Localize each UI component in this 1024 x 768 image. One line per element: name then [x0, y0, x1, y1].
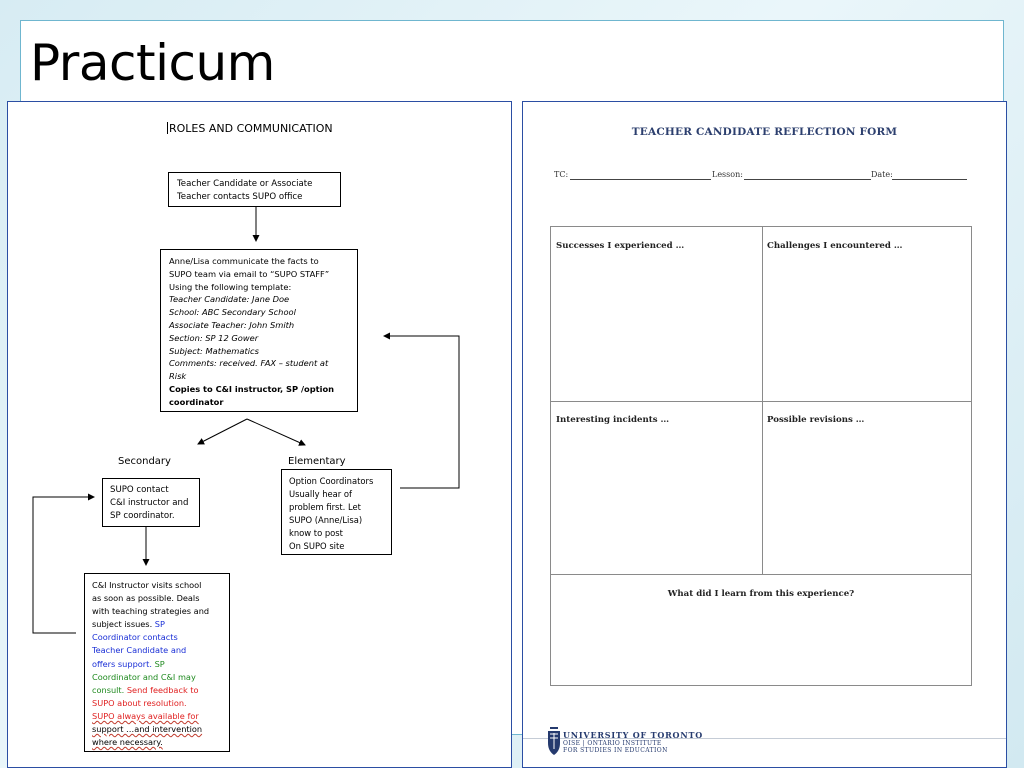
contact-line: Teacher contacts SUPO office	[177, 192, 303, 202]
anne-line: Using the following template:	[169, 281, 292, 292]
option-coordinators-box: Option Coordinators Usually hear of prob…	[281, 469, 392, 555]
supo-line: SP coordinator.	[110, 511, 175, 521]
arrow-branch-elementary	[246, 418, 306, 446]
revisions-cell-label: Possible revisions …	[767, 415, 865, 425]
option-line: SUPO (Anne/Lisa)	[289, 515, 363, 525]
ci-text-green: consult.	[92, 684, 127, 695]
ci-line-blue: Teacher Candidate and	[92, 645, 187, 656]
slide-title: Practicum	[30, 34, 275, 92]
grid-divider	[551, 574, 971, 575]
successes-cell-label: Successes I experienced …	[556, 241, 685, 251]
date-field-label: Date:	[871, 170, 893, 179]
template-line: Associate Teacher: John Smith	[169, 319, 295, 330]
option-line: Option Coordinators	[289, 476, 374, 486]
template-line: Subject: Mathematics	[169, 345, 259, 356]
arrow-branch-secondary	[197, 418, 248, 445]
ci-line: with teaching strategies and	[92, 606, 210, 617]
contact-line: Teacher Candidate or Associate	[177, 179, 313, 189]
form-title: TEACHER CANDIDATE REFLECTION FORM	[631, 126, 898, 138]
secondary-label: Secondary	[118, 456, 171, 467]
ci-line-green: Coordinator and C&I may	[92, 671, 196, 682]
logo-line-1: UNIVERSITY OF TORONTO	[563, 730, 703, 740]
grid-divider	[551, 401, 971, 402]
roles-title-text: ROLES AND COMMUNICATION	[169, 122, 333, 135]
anne-line: Anne/Lisa communicate the facts to	[169, 256, 319, 266]
ci-line-blue: Coordinator contacts	[92, 632, 178, 643]
lesson-field-line	[744, 179, 871, 180]
incidents-cell-label: Interesting incidents …	[556, 415, 670, 425]
ci-text-green: SP	[154, 658, 165, 669]
template-line: Section: SP 12 Gower	[169, 332, 259, 343]
copies-line: Copies to C&I instructor, SP /option	[169, 383, 335, 394]
flow-arrows	[32, 207, 460, 634]
ci-line: offers support. SP	[92, 658, 222, 671]
ci-line-underlined: support …and intervention	[92, 724, 203, 735]
challenges-cell-label: Challenges I encountered …	[767, 241, 903, 251]
ci-text: subject issues.	[92, 619, 155, 630]
contact-box: Teacher Candidate or Associate Teacher c…	[168, 172, 341, 207]
copies-line: coordinator	[169, 396, 224, 407]
template-line: Risk	[169, 371, 187, 382]
template-line: Teacher Candidate: Jane Doe	[169, 294, 290, 305]
text-cursor-icon	[167, 122, 168, 134]
ci-line: C&I Instructor visits school	[92, 580, 202, 590]
reflection-form-document: TEACHER CANDIDATE REFLECTION FORM TC: Le…	[522, 101, 1007, 768]
logo-line-2: OISE | ONTARIO INSTITUTE	[563, 740, 662, 747]
tc-field-label: TC:	[554, 170, 569, 179]
university-crest-icon	[548, 727, 560, 755]
supo-contact-box: SUPO contact C&I instructor and SP coord…	[102, 478, 200, 527]
ci-instructor-box: C&I Instructor visits school as soon as …	[84, 573, 230, 752]
anne-line: SUPO team via email to “SUPO STAFF”	[169, 268, 330, 279]
lesson-field-label: Lesson:	[712, 170, 743, 179]
supo-line: C&I instructor and	[110, 498, 189, 508]
university-logo: UNIVERSITY OF TORONTO OISE | ONTARIO INS…	[547, 725, 707, 759]
ci-text-red: Send feedback to	[126, 684, 199, 695]
grid-divider	[762, 227, 763, 574]
footer-divider	[523, 738, 1006, 739]
ci-line-red: SUPO always available for	[92, 710, 199, 721]
date-field-line	[892, 179, 967, 180]
ci-line: consult. Send feedback to	[92, 684, 222, 697]
ci-line: as soon as possible. Deals	[92, 593, 200, 604]
template-line: Comments: received. FAX – student at	[169, 358, 329, 369]
ci-line-red: SUPO about resolution.	[92, 697, 187, 708]
elementary-label: Elementary	[288, 456, 346, 467]
option-line: know to post	[289, 528, 343, 538]
learn-cell-label: What did I learn from this experience?	[667, 589, 855, 599]
supo-line: SUPO contact	[110, 485, 169, 495]
arrow-ci-feedback	[32, 493, 95, 634]
communication-box: Anne/Lisa communicate the facts to SUPO …	[160, 249, 358, 412]
ci-line-underlined: where necessary.	[92, 737, 163, 748]
logo-line-3: FOR STUDIES IN EDUCATION	[563, 747, 668, 754]
ci-text-blue: SP	[154, 619, 165, 630]
option-line: On SUPO site	[289, 541, 345, 551]
ci-line: subject issues. SP	[92, 618, 222, 631]
option-line: Usually hear of	[289, 489, 352, 499]
arrow-option-feedback	[383, 332, 460, 489]
reflection-grid: Successes I experienced … Challenges I e…	[550, 226, 972, 686]
roles-document-title: ROLES AND COMMUNICATION	[167, 122, 333, 135]
ci-text-blue: offers support.	[92, 658, 155, 669]
roles-document: ROLES AND COMMUNICATION Teacher Candidat…	[7, 101, 512, 768]
option-line: problem first. Let	[289, 502, 361, 512]
tc-field-line	[570, 179, 711, 180]
template-line: School: ABC Secondary School	[169, 307, 296, 318]
